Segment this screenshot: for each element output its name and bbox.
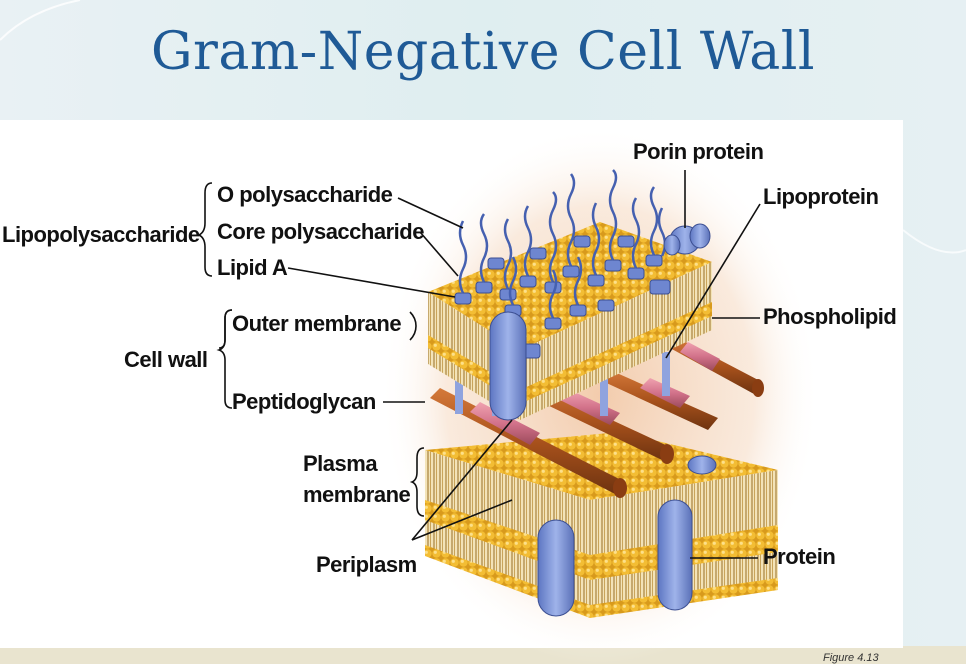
outer-membrane-bilayer: [428, 222, 712, 420]
lipopolysaccharide-bracket: [197, 182, 213, 277]
core-polysaccharide-label: Core polysaccharide: [217, 219, 424, 244]
lipid-a-label: Lipid A: [217, 255, 288, 280]
porin-protein-label: Porin protein: [633, 139, 764, 164]
cell-wall-bracket: [216, 309, 233, 409]
label-brackets: [197, 182, 425, 517]
transmembrane-protein: [537, 519, 575, 617]
figure-caption: Figure 4.13: [823, 652, 879, 664]
peptidoglycan-rod: [670, 338, 764, 397]
lipid-a-blocks: [454, 235, 671, 359]
lipoprotein-label: Lipoprotein: [763, 184, 879, 209]
transmembrane-protein: [657, 499, 693, 611]
peptidoglycan-label: Peptidoglycan: [232, 389, 376, 414]
plasma-membrane-label-line2: membrane: [303, 482, 411, 507]
protein-label: Protein: [763, 544, 836, 569]
periplasm-label: Periplasm: [316, 552, 417, 577]
slide-title: Gram-Negative Cell Wall: [150, 22, 816, 82]
plasma-membrane-label-line1: Plasma: [303, 451, 378, 476]
leader-lines: [287, 170, 761, 559]
cell-wall-label: Cell wall: [124, 347, 208, 372]
lipopolysaccharide-label: Lipopolysaccharide: [2, 222, 200, 247]
plasma-membrane-bracket: [409, 447, 425, 517]
o-polysaccharide-chains: [458, 169, 667, 319]
phospholipid-label: Phospholipid: [763, 304, 897, 329]
transmembrane-protein: [489, 311, 527, 421]
o-polysaccharide-label: O polysaccharide: [217, 182, 393, 207]
peptidoglycan-rod: [430, 388, 627, 498]
outer-membrane-label: Outer membrane: [232, 311, 402, 336]
peripheral-protein: [687, 455, 717, 475]
outer-membrane-right-bracket: [409, 311, 417, 341]
